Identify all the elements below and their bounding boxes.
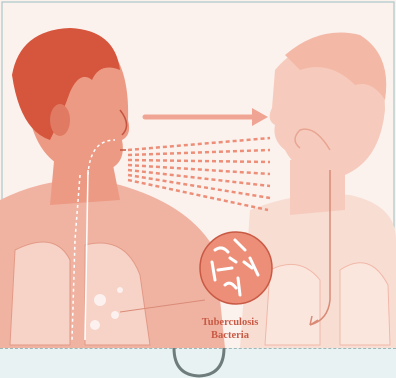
bottom-ring-overlay xyxy=(172,348,226,378)
right-person-lung xyxy=(265,264,320,345)
bacteria-label-line2: Bacteria xyxy=(190,329,270,342)
bacteria-label-line1: Tuberculosis xyxy=(190,316,270,329)
left-person-lung xyxy=(10,242,70,345)
